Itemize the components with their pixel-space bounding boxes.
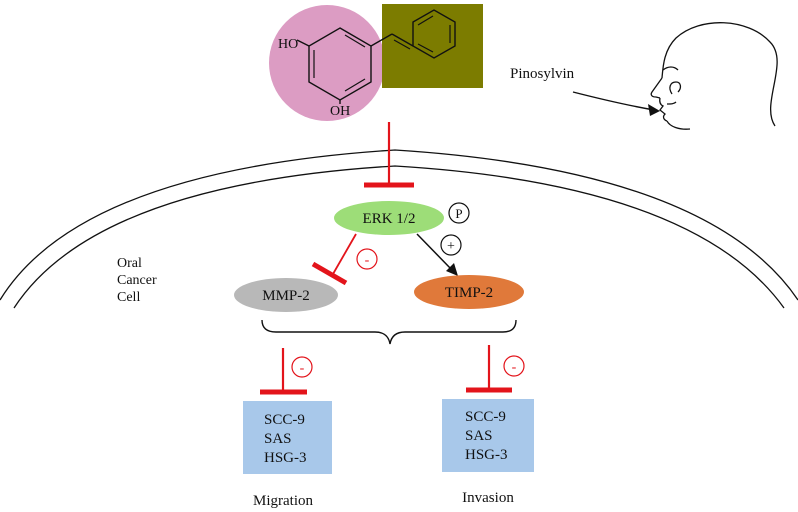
invasion-cell-lines-box xyxy=(442,399,534,472)
erk-label: ERK 1/2 xyxy=(363,211,416,227)
intake-arrow xyxy=(572,91,655,111)
invasion-label: Invasion xyxy=(462,490,514,506)
hydroxyl-top-label: HO xyxy=(278,37,298,52)
cell-label-line-2: Cancer xyxy=(117,273,157,288)
cell-membrane-inner xyxy=(13,165,785,309)
erk-mmp-inhibition-bar xyxy=(311,261,348,286)
invasion-cell-line: SAS xyxy=(465,428,493,444)
erk-mmp-inhibition-line xyxy=(332,233,357,275)
migration-cell-line: SAS xyxy=(264,431,292,447)
erk-timp-arrow-line xyxy=(416,233,453,271)
migration-cell-lines-box xyxy=(243,401,332,474)
phospho-label: P xyxy=(455,206,462,221)
erk-timp-sign: + xyxy=(447,239,455,254)
erk-timp-sign-circle xyxy=(440,234,462,256)
phenol-ring-highlight xyxy=(269,5,385,121)
erk-timp-arrowhead xyxy=(446,263,458,276)
timp-node xyxy=(414,275,524,309)
invasion-sign-circle xyxy=(503,355,525,377)
human-head-icon xyxy=(650,22,778,130)
migration-sign: - xyxy=(300,361,305,376)
migration-cell-line: HSG-3 xyxy=(264,450,307,466)
invasion-sign: - xyxy=(512,360,517,375)
compound-name-label: Pinosylvin xyxy=(510,66,575,82)
pinosylvin-molecule: HO OH xyxy=(269,4,483,121)
styryl-ring-highlight xyxy=(382,4,483,88)
grouping-brace xyxy=(261,319,517,345)
erk-mmp-sign-circle xyxy=(356,248,378,270)
migration-label: Migration xyxy=(253,493,313,509)
cell-membrane-outer xyxy=(0,149,798,301)
invasion-cell-line: SCC-9 xyxy=(465,409,506,425)
migration-cell-line: SCC-9 xyxy=(264,412,305,428)
phospho-badge xyxy=(448,202,470,224)
timp-label: TIMP-2 xyxy=(445,285,493,301)
migration-sign-circle xyxy=(291,356,313,378)
hydroxyl-bottom-label: OH xyxy=(330,104,350,119)
mmp-node xyxy=(234,278,338,312)
invasion-cell-line: HSG-3 xyxy=(465,447,508,463)
erk-node xyxy=(334,201,444,235)
mmp-label: MMP-2 xyxy=(262,288,310,304)
erk-mmp-sign: - xyxy=(365,253,370,268)
cell-label-line-3: Cell xyxy=(117,290,140,305)
cell-label-line-1: Oral xyxy=(117,256,142,271)
phenyl-ring xyxy=(412,9,456,59)
intake-arrowhead xyxy=(648,104,660,116)
